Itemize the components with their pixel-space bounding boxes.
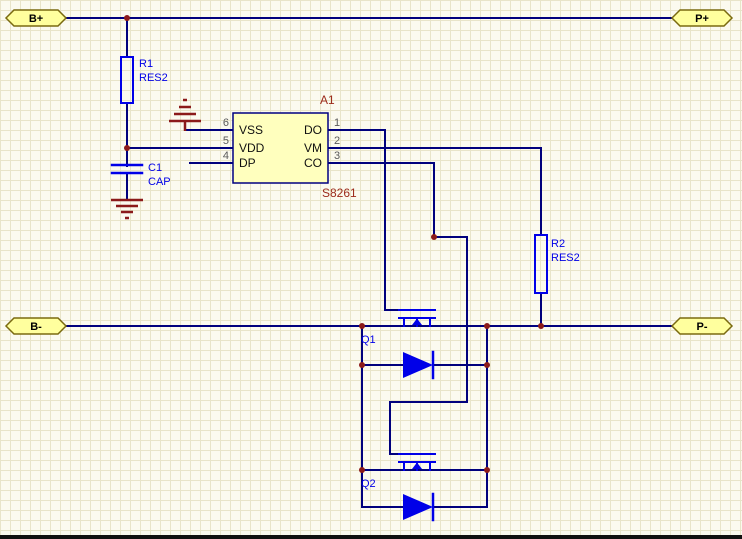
q1-designator[interactable]: Q1: [361, 334, 376, 346]
resistor-body: [120, 56, 134, 104]
pin-number-3: 3: [334, 150, 340, 162]
junction-dot: [359, 467, 365, 473]
port-label-b-plus: B+: [29, 13, 43, 25]
port-label-p-minus: P-: [697, 321, 708, 333]
ground-symbol-c1[interactable]: [111, 198, 143, 220]
pin-name-do: DO: [304, 123, 322, 137]
junction-dot: [359, 323, 365, 329]
port-shape[interactable]: [670, 9, 734, 27]
junction-dot: [484, 467, 490, 473]
port-label-p-plus: P+: [695, 13, 709, 25]
diode-d2[interactable]: [403, 492, 435, 522]
ground-symbol-vss[interactable]: [169, 98, 201, 131]
diode-triangle: [403, 494, 433, 520]
c1-value[interactable]: CAP: [148, 176, 171, 188]
mosfet-q2[interactable]: Q2: [361, 453, 436, 490]
r1-designator[interactable]: R1: [139, 58, 153, 70]
junction-dot: [484, 362, 490, 368]
r2-value[interactable]: RES2: [551, 252, 580, 264]
diode-d1[interactable]: [403, 350, 435, 380]
resistor-r1[interactable]: R1 RES2: [120, 56, 168, 104]
junction-dots: [124, 15, 544, 473]
junction-dot: [484, 323, 490, 329]
ic-part-number[interactable]: S8261: [322, 186, 357, 200]
pin-name-co: CO: [304, 156, 322, 170]
port-p-plus[interactable]: P+: [670, 9, 734, 27]
resistor-r2[interactable]: R2 RES2: [534, 234, 580, 294]
ic-body[interactable]: [232, 112, 329, 184]
ports: B+ P+ B- P-: [4, 9, 734, 335]
q1-arrow: [412, 318, 422, 325]
port-shape[interactable]: [670, 317, 734, 335]
junction-dot: [359, 362, 365, 368]
pin-name-vdd: VDD: [239, 141, 265, 155]
resistor-body: [534, 234, 548, 294]
junction-dot: [124, 145, 130, 151]
port-shape[interactable]: [4, 9, 68, 27]
q2-arrow: [412, 462, 422, 469]
c1-designator[interactable]: C1: [148, 162, 162, 174]
port-p-minus[interactable]: P-: [670, 317, 734, 335]
ic-designator[interactable]: A1: [320, 93, 335, 107]
window-bottom-edge: [0, 535, 742, 539]
pin-number-5: 5: [223, 135, 229, 147]
r2-designator[interactable]: R2: [551, 238, 565, 250]
junction-dot: [124, 15, 130, 21]
port-b-minus[interactable]: B-: [4, 317, 68, 335]
pin-name-dp: DP: [239, 156, 256, 170]
pin-number-2: 2: [334, 135, 340, 147]
wires: [65, 17, 673, 508]
ic-s8261[interactable]: A1 S8261 VSS VDD DP DO VM CO 6 5 4 1 2 3: [223, 93, 357, 200]
pin-name-vm: VM: [304, 141, 322, 155]
mosfet-q1[interactable]: Q1: [361, 309, 436, 346]
q2-designator[interactable]: Q2: [361, 478, 376, 490]
port-b-plus[interactable]: B+: [4, 9, 68, 27]
pin-name-vss: VSS: [239, 123, 263, 137]
pin-number-6: 6: [223, 117, 229, 129]
junction-dot: [538, 323, 544, 329]
pin-number-4: 4: [223, 150, 229, 162]
capacitor-c1[interactable]: C1 CAP: [110, 162, 171, 188]
port-shape[interactable]: [4, 317, 68, 335]
r1-value[interactable]: RES2: [139, 72, 168, 84]
port-label-b-minus: B-: [30, 321, 42, 333]
junction-dot: [431, 234, 437, 240]
diode-triangle: [403, 352, 433, 378]
pin-number-1: 1: [334, 117, 340, 129]
